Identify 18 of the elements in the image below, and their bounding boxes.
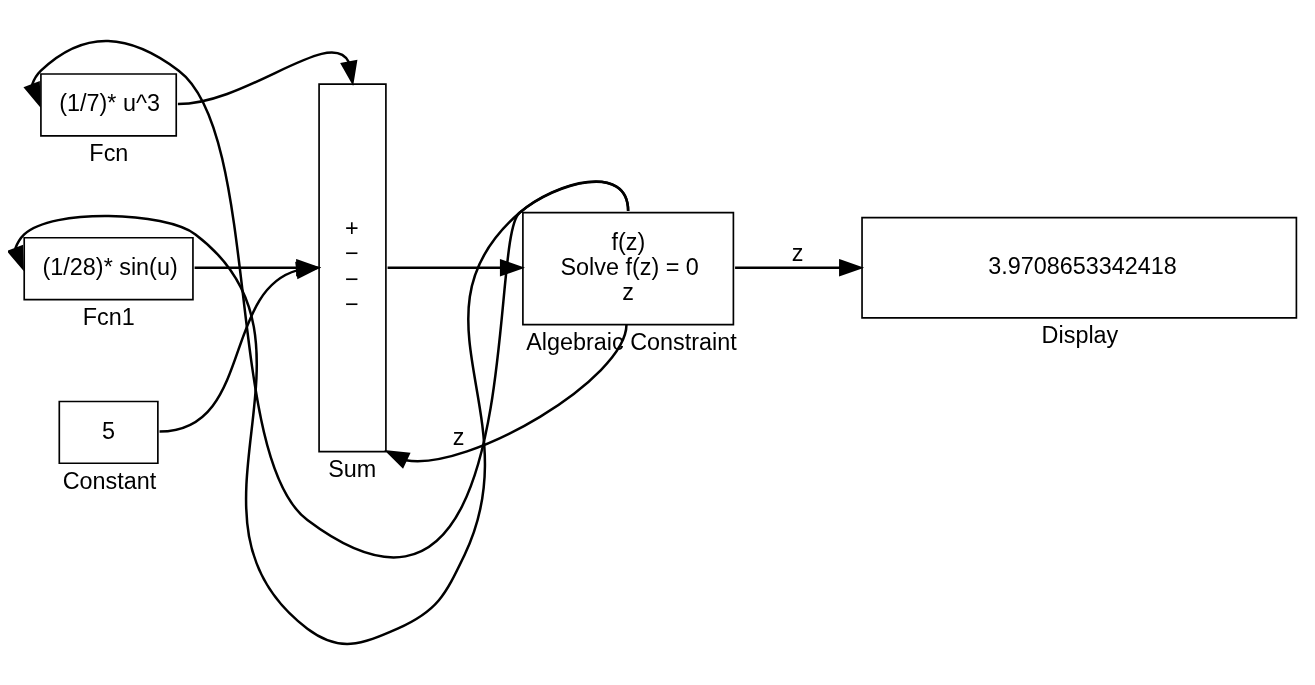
arrow [735, 259, 865, 277]
arrow [23, 39, 630, 559]
node-box: (1/28)* sin(u) [23, 236, 194, 301]
edge-label: z [791, 240, 804, 267]
node-box: f(z) Solve f(z) = 0 z [522, 211, 735, 326]
node-label: Constant [62, 467, 157, 494]
node-label: Fcn [89, 140, 129, 167]
node-label: Fcn1 [82, 303, 135, 330]
node-label: Display [1041, 322, 1119, 349]
node-box: 3.9708653342418 [861, 216, 1298, 319]
node-box: + − − − [318, 83, 387, 453]
edge-label: z [452, 424, 465, 451]
node-box: (1/7)* u^3 [40, 73, 178, 137]
arrow [8, 180, 630, 646]
node-box: 5 [58, 400, 159, 465]
node-label: Sum [328, 455, 377, 482]
arrow [177, 51, 358, 106]
arrow [384, 324, 628, 469]
